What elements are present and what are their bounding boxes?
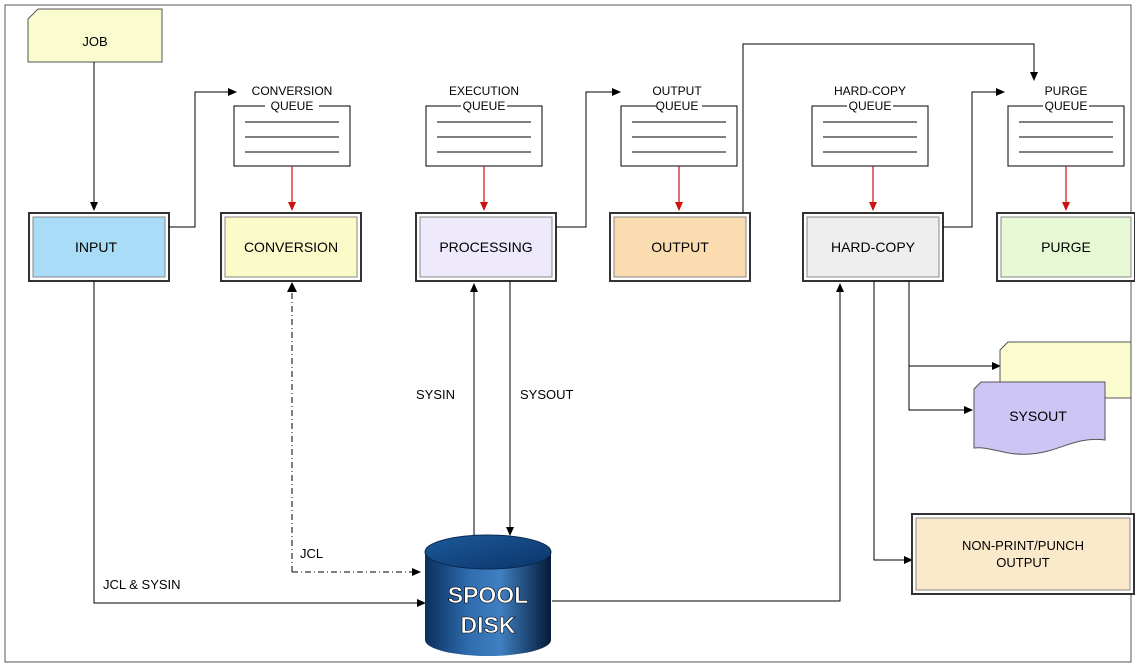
sysout-label: SYSOUT	[520, 387, 574, 402]
stage-purge-label: PURGE	[1041, 239, 1091, 255]
jcl-dashdot-line	[291, 288, 421, 576]
output-queue-line2: QUEUE	[656, 99, 699, 113]
hardcopy-queue-line1: HARD-COPY	[834, 84, 906, 98]
stage-hardcopy-fill	[806, 216, 940, 278]
processing-to-output-queue-arrow	[556, 88, 621, 228]
purge-queue-line2: QUEUE	[1045, 99, 1088, 113]
jcl-sysin-label: JCL & SYSIN	[103, 577, 181, 592]
purge-queue-line1: PURGE	[1045, 84, 1088, 98]
stage-hardcopy: HARD-COPY	[802, 212, 944, 282]
spool-disk-line2: DISK	[461, 612, 516, 638]
nonprint-line2: OUTPUT	[996, 555, 1050, 570]
stage-conversion-fill	[224, 216, 358, 278]
nonprint-line1: NON-PRINT/PUNCH	[962, 538, 1084, 553]
hardcopy-to-nonprint-arrow	[873, 281, 913, 564]
stage-input-fill	[32, 216, 166, 278]
stage-processing: PROCESSING	[415, 212, 557, 282]
sysin-label: SYSIN	[416, 387, 455, 402]
hardcopy-to-sysout-arrow	[908, 366, 973, 414]
job-card: JOB	[27, 8, 163, 63]
job-label: JOB	[82, 34, 107, 49]
execution-queue: EXECUTION QUEUE	[425, 84, 543, 167]
hardcopy-to-purge-queue-arrow	[943, 88, 1005, 228]
stage-output-fill	[613, 216, 747, 278]
queue-arrows	[288, 166, 1070, 211]
jcl-label: JCL	[300, 546, 323, 561]
connectors	[90, 43, 1038, 607]
stage-purge: PURGE	[996, 212, 1135, 282]
conversion-queue: CONVERSION QUEUE	[233, 84, 351, 167]
stage-input-label: INPUT	[75, 239, 117, 255]
stage-input: INPUT	[28, 212, 170, 282]
output-to-purge-queue-arrow	[742, 43, 1038, 213]
conversion-queue-line2: QUEUE	[271, 99, 314, 113]
stage-hardcopy-label: HARD-COPY	[831, 239, 916, 255]
spool-disk: SPOOL DISK	[424, 534, 552, 656]
nonprint-output-box: NON-PRINT/PUNCH OUTPUT	[911, 513, 1135, 595]
input-to-conversion-queue-arrow	[169, 88, 237, 228]
input-to-spool-arrow	[93, 281, 426, 607]
hardcopy-queue-line2: QUEUE	[849, 99, 892, 113]
spool-disk-line1: SPOOL	[448, 582, 529, 608]
hardcopy-queue: HARD-COPY QUEUE	[811, 84, 929, 167]
jcl-arrowhead-up	[287, 282, 297, 292]
stage-conversion-label: CONVERSION	[244, 239, 338, 255]
stage-processing-label: PROCESSING	[439, 239, 532, 255]
output-queue-line1: OUTPUT	[652, 84, 702, 98]
stage-purge-fill	[1000, 216, 1132, 278]
stage-output: OUTPUT	[609, 212, 751, 282]
stage-output-label: OUTPUT	[651, 239, 709, 255]
stage-processing-fill	[419, 216, 553, 278]
sysout-doc: SYSOUT	[973, 381, 1106, 455]
sysout-doc-label: SYSOUT	[1009, 408, 1067, 424]
spool-to-hardcopy-arrow	[552, 283, 844, 602]
nonprint-output-fill	[915, 517, 1131, 591]
stage-conversion: CONVERSION	[220, 212, 362, 282]
conversion-queue-line1: CONVERSION	[252, 84, 333, 98]
execution-queue-line2: QUEUE	[463, 99, 506, 113]
execution-queue-line1: EXECUTION	[449, 84, 519, 98]
